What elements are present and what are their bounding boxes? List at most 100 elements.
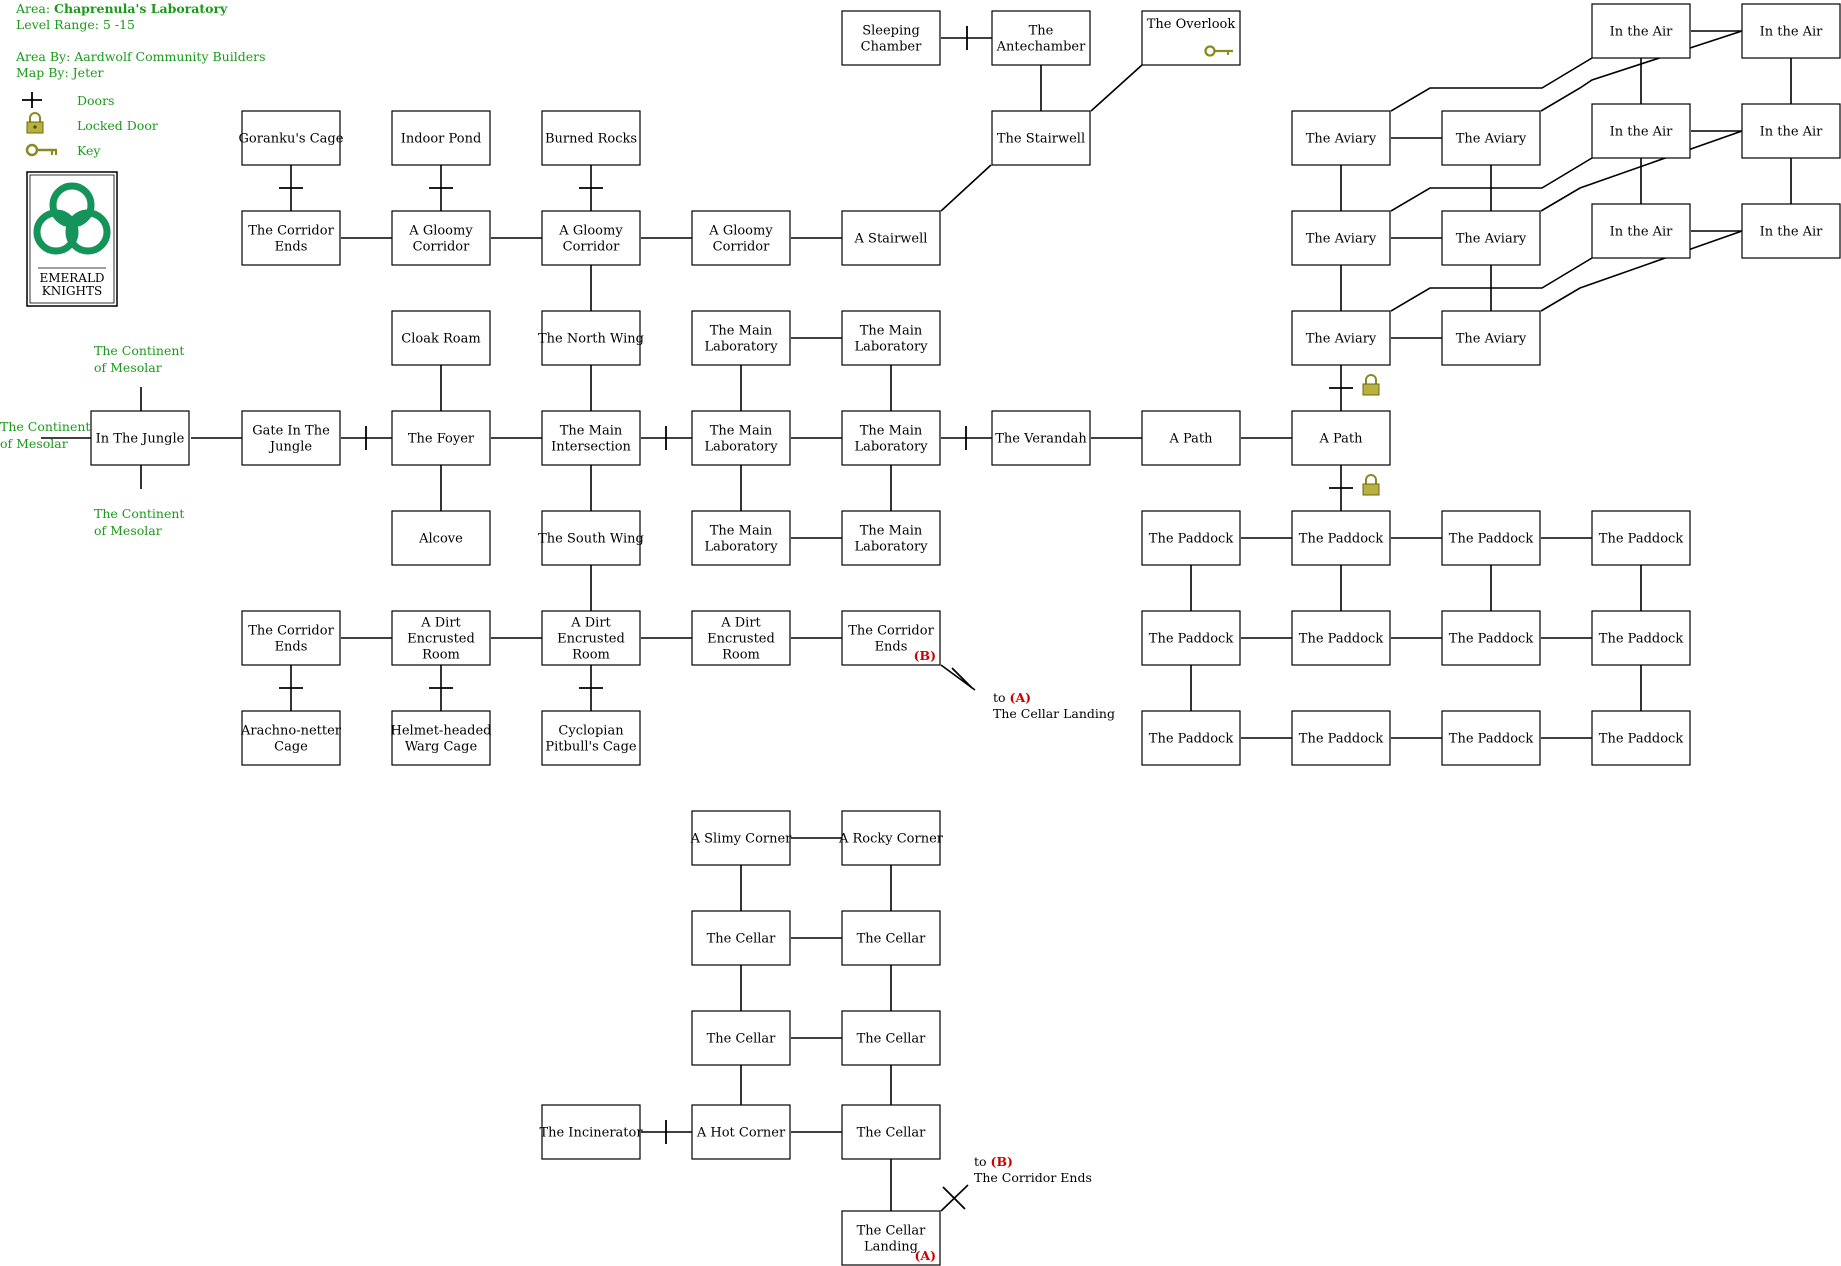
lock-icon — [1362, 474, 1380, 496]
room-box — [1141, 710, 1241, 766]
room-box — [1441, 710, 1541, 766]
room-jungle: In The Jungle — [90, 410, 190, 466]
room-aviary4: The Aviary — [1441, 210, 1541, 266]
room-pad6: The Paddock — [1291, 610, 1391, 666]
room-goranku: Goranku's Cage — [239, 110, 344, 166]
room-box — [991, 110, 1091, 166]
room-marker: (A) — [914, 1248, 936, 1263]
locked-door — [1329, 374, 1380, 396]
room-box — [841, 210, 941, 266]
room-name: In the Air — [1760, 25, 1824, 40]
room-pad12: The Paddock — [1591, 710, 1691, 766]
level-range: Level Range: 5 -15 — [16, 17, 135, 32]
exit-to-b: to (B) The Corridor Ends — [974, 1154, 1092, 1185]
room-name: The Aviary — [1306, 332, 1377, 347]
room-name: Burned Rocks — [545, 132, 637, 147]
room-air2: In the Air — [1741, 3, 1841, 59]
room-box — [541, 1104, 641, 1160]
triquetra-icon — [33, 182, 111, 255]
room-name: In the Air — [1610, 125, 1674, 140]
room-pad3: The Paddock — [1441, 510, 1541, 566]
room-name: The Paddock — [1599, 532, 1684, 547]
room-box — [1591, 710, 1691, 766]
room-name: The Verandah — [995, 432, 1087, 447]
room-box — [241, 210, 341, 266]
room-box — [691, 410, 791, 466]
room-pad11: The Paddock — [1441, 710, 1541, 766]
room-box — [1441, 210, 1541, 266]
legend-locked-label: Locked Door — [77, 118, 158, 133]
room-incinerator: The Incinerator — [539, 1104, 643, 1160]
room-astairwell: A Stairwell — [841, 210, 941, 266]
room-cellar3: The Cellar — [691, 1010, 791, 1066]
room-box — [1141, 510, 1241, 566]
room-name: The Cellar — [857, 1126, 927, 1141]
room-box — [1591, 3, 1691, 59]
room-pad9: The Paddock — [1141, 710, 1241, 766]
room-box — [1441, 310, 1541, 366]
room-name: In the Air — [1760, 225, 1824, 240]
room-name: A Slimy Corner — [690, 832, 793, 847]
room-name: In the Air — [1610, 25, 1674, 40]
room-box — [1141, 410, 1241, 466]
room-box — [1291, 210, 1391, 266]
exit-south-label: The Continent of Mesolar — [94, 506, 188, 538]
area-by: Area By: Aardwolf Community Builders — [15, 49, 266, 64]
room-name: The Aviary — [1456, 132, 1527, 147]
room-name: The Paddock — [1599, 632, 1684, 647]
room-box — [241, 410, 341, 466]
room-box — [391, 710, 491, 766]
room-name: The Cellar — [707, 932, 777, 947]
room-name: The Paddock — [1449, 532, 1534, 547]
room-box — [841, 610, 941, 666]
room-name: The Aviary — [1306, 132, 1377, 147]
room-box — [541, 310, 641, 366]
room-box — [1141, 10, 1241, 66]
room-cellar1: The Cellar — [691, 910, 791, 966]
room-aviary2: The Aviary — [1441, 110, 1541, 166]
room-slimy: A Slimy Corner — [690, 810, 793, 866]
room-box — [541, 510, 641, 566]
door-icon — [951, 667, 973, 689]
legend: Doors Locked Door Key — [22, 92, 158, 158]
room-box — [1741, 3, 1841, 59]
room-pad8: The Paddock — [1591, 610, 1691, 666]
room-box — [1591, 510, 1691, 566]
lock-icon — [1362, 374, 1380, 396]
room-box — [691, 510, 791, 566]
room-box — [1141, 610, 1241, 666]
room-box — [841, 1210, 941, 1266]
room-marker: (B) — [914, 648, 936, 663]
room-box — [391, 510, 491, 566]
room-name: The Paddock — [1149, 732, 1234, 747]
room-box — [841, 1010, 941, 1066]
room-box — [1291, 610, 1391, 666]
room-box — [391, 610, 491, 666]
room-name: In the Air — [1610, 225, 1674, 240]
room-box — [1291, 410, 1391, 466]
room-box — [1591, 203, 1691, 259]
room-air5: In the Air — [1591, 203, 1691, 259]
room-name: The North Wing — [538, 332, 644, 347]
room-air4: In the Air — [1741, 103, 1841, 159]
room-pad2: The Paddock — [1291, 510, 1391, 566]
room-cellar2: The Cellar — [841, 910, 941, 966]
legend-doors-label: Doors — [77, 93, 114, 108]
